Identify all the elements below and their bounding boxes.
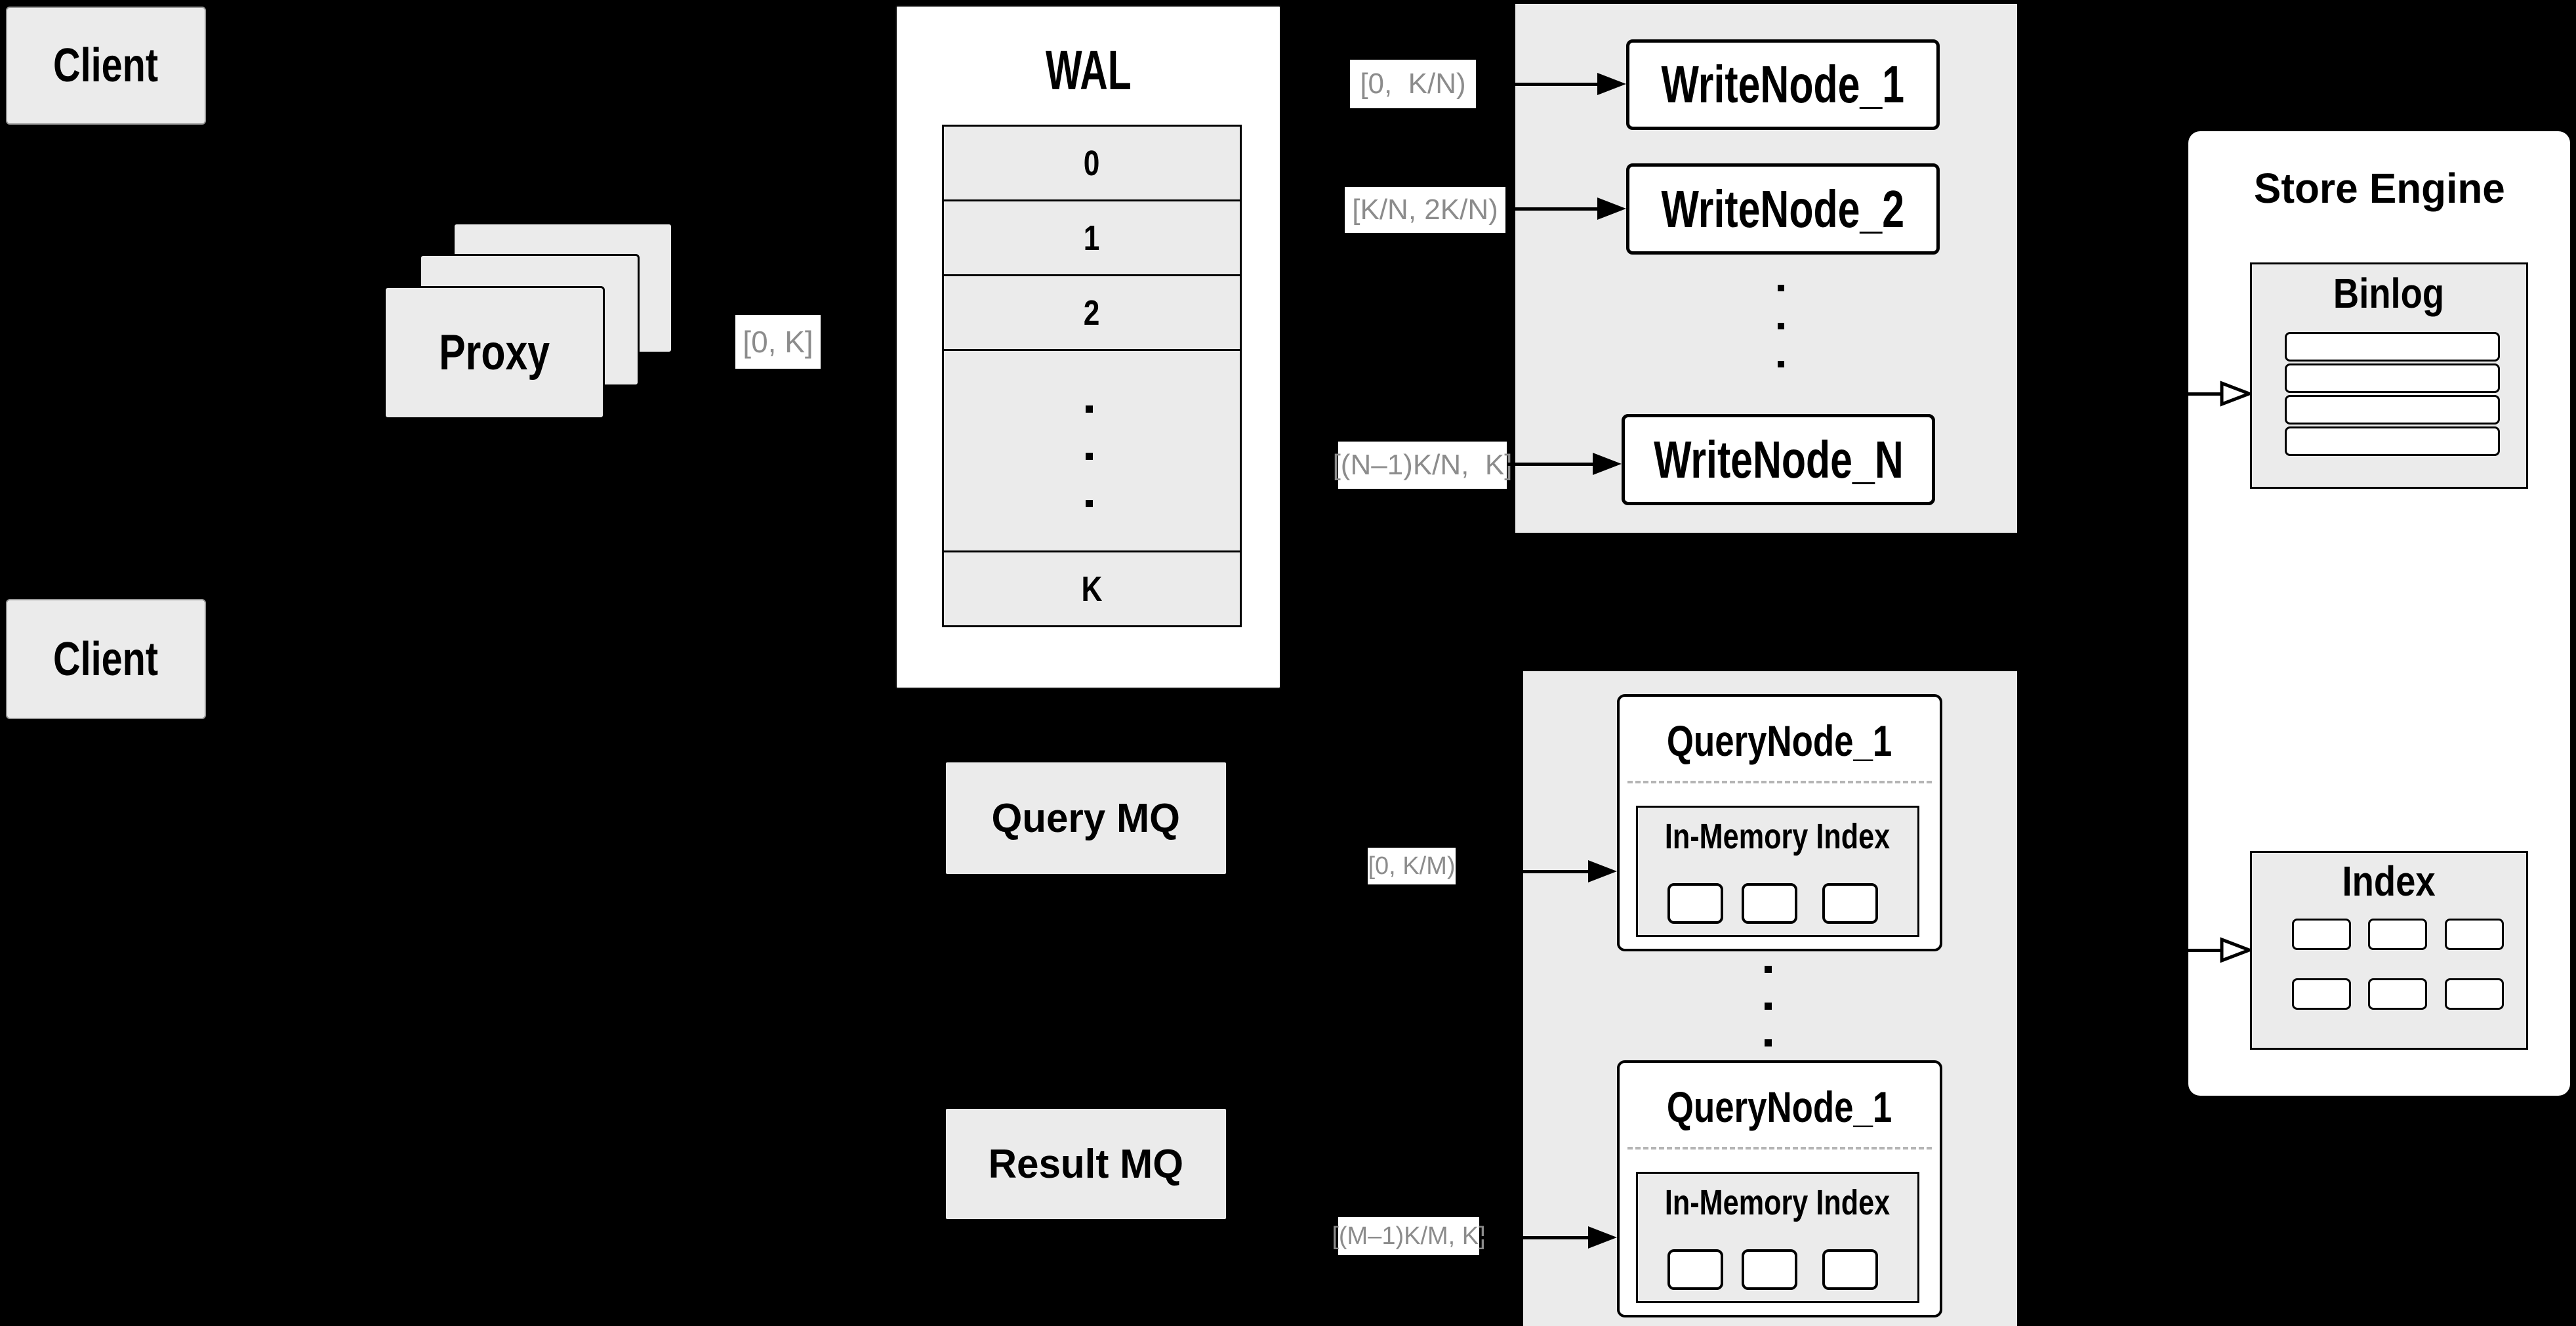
query-node-1-title: QueryNode_1 [1667, 716, 1892, 765]
wal-title: WAL [1045, 39, 1132, 101]
client-top-label: Client [53, 39, 159, 92]
ellipsis-dot [1765, 966, 1772, 973]
write-node-2: WriteNode_2 [1626, 163, 1940, 255]
open-arrow-head-icon [2220, 381, 2251, 407]
index-cell [2292, 978, 2351, 1010]
store-engine-title: Store Engine [2253, 165, 2505, 212]
index-segment [1742, 883, 1797, 924]
ellipsis-dot [1086, 500, 1093, 507]
query-mq-label: Query MQ [991, 795, 1181, 841]
binlog-segment [2285, 395, 2500, 425]
divider [1627, 1147, 1932, 1150]
binlog-title: Binlog [2333, 270, 2445, 317]
arrow-head-icon [1588, 1226, 1617, 1249]
wal-segment-k: K [942, 550, 1242, 627]
index-cell [2368, 978, 2427, 1010]
client-box-top: Client [6, 7, 206, 125]
arrow-line-to-writenode-1 [1476, 83, 1598, 86]
arrow-line-to-binlog [2053, 392, 2220, 396]
client-bottom-label: Client [53, 632, 159, 686]
binlog-segment [2285, 426, 2500, 456]
ellipsis-dot [1778, 323, 1784, 329]
index-cell [2445, 919, 2504, 950]
wal-segment-2: 2 [942, 274, 1242, 351]
wal-segment-ellipsis-cell [942, 349, 1242, 552]
index-cell [2368, 919, 2427, 950]
range-label-querynode-1: [0, K/M) [1368, 848, 1456, 884]
arrow-head-icon [1593, 453, 1622, 475]
ellipsis-dot [1765, 1003, 1772, 1010]
write-node-n: WriteNode_N [1622, 414, 1935, 505]
ellipsis-dot [1778, 285, 1784, 291]
ellipsis-dot [1765, 1039, 1772, 1046]
ellipsis-dot [1086, 405, 1093, 413]
result-mq-label: Result MQ [988, 1141, 1184, 1187]
ellipsis-dot [1778, 361, 1784, 367]
arrow-head-icon [1597, 73, 1626, 95]
in-memory-index-title-2: In-Memory Index [1665, 1183, 1891, 1222]
wal-segment-1: 1 [942, 199, 1242, 276]
index-cell [2445, 978, 2504, 1010]
range-label-writenode-n: [(N–1)K/N, K] [1333, 442, 1512, 489]
arrow-line-to-index [2053, 949, 2220, 952]
arrow-line-to-writenode-n [1507, 463, 1593, 466]
index-segment [1667, 883, 1723, 924]
in-memory-index-title-1: In-Memory Index [1665, 817, 1891, 856]
divider [1627, 781, 1932, 783]
index-box [2250, 851, 2528, 1050]
proxy-box: Proxy [384, 286, 605, 419]
arrow-line-to-querynode-1 [1456, 870, 1589, 873]
range-label-writenode-1: [0, K/N) [1350, 60, 1476, 108]
write-node-1: WriteNode_1 [1626, 39, 1940, 130]
range-label-querynode-m: [(M–1)K/M, K] [1332, 1217, 1486, 1255]
result-mq-box: Result MQ [946, 1109, 1226, 1219]
index-title: Index [2342, 858, 2436, 905]
range-label-proxy-out: [0, K] [735, 315, 821, 369]
ellipsis-dot [1086, 453, 1093, 460]
index-segment [1822, 1249, 1878, 1290]
binlog-segment [2285, 332, 2500, 362]
query-mq-box: Query MQ [946, 762, 1226, 874]
binlog-segment [2285, 363, 2500, 393]
open-arrow-head-icon [2220, 937, 2251, 963]
index-segment [1667, 1249, 1723, 1290]
index-segment [1742, 1249, 1797, 1290]
arrow-head-icon [1597, 197, 1626, 220]
query-node-2-title: QueryNode_1 [1667, 1083, 1892, 1131]
wal-segment-0: 0 [942, 125, 1242, 201]
index-segment [1822, 883, 1878, 924]
arrow-line-to-writenode-2 [1505, 207, 1598, 211]
range-label-writenode-2: [K/N, 2K/N) [1345, 187, 1505, 233]
index-cell [2292, 919, 2351, 950]
arrow-head-icon [1588, 860, 1617, 882]
arrow-line-to-querynode-m [1479, 1236, 1589, 1239]
proxy-label: Proxy [438, 325, 550, 381]
client-box-bottom: Client [6, 599, 206, 719]
